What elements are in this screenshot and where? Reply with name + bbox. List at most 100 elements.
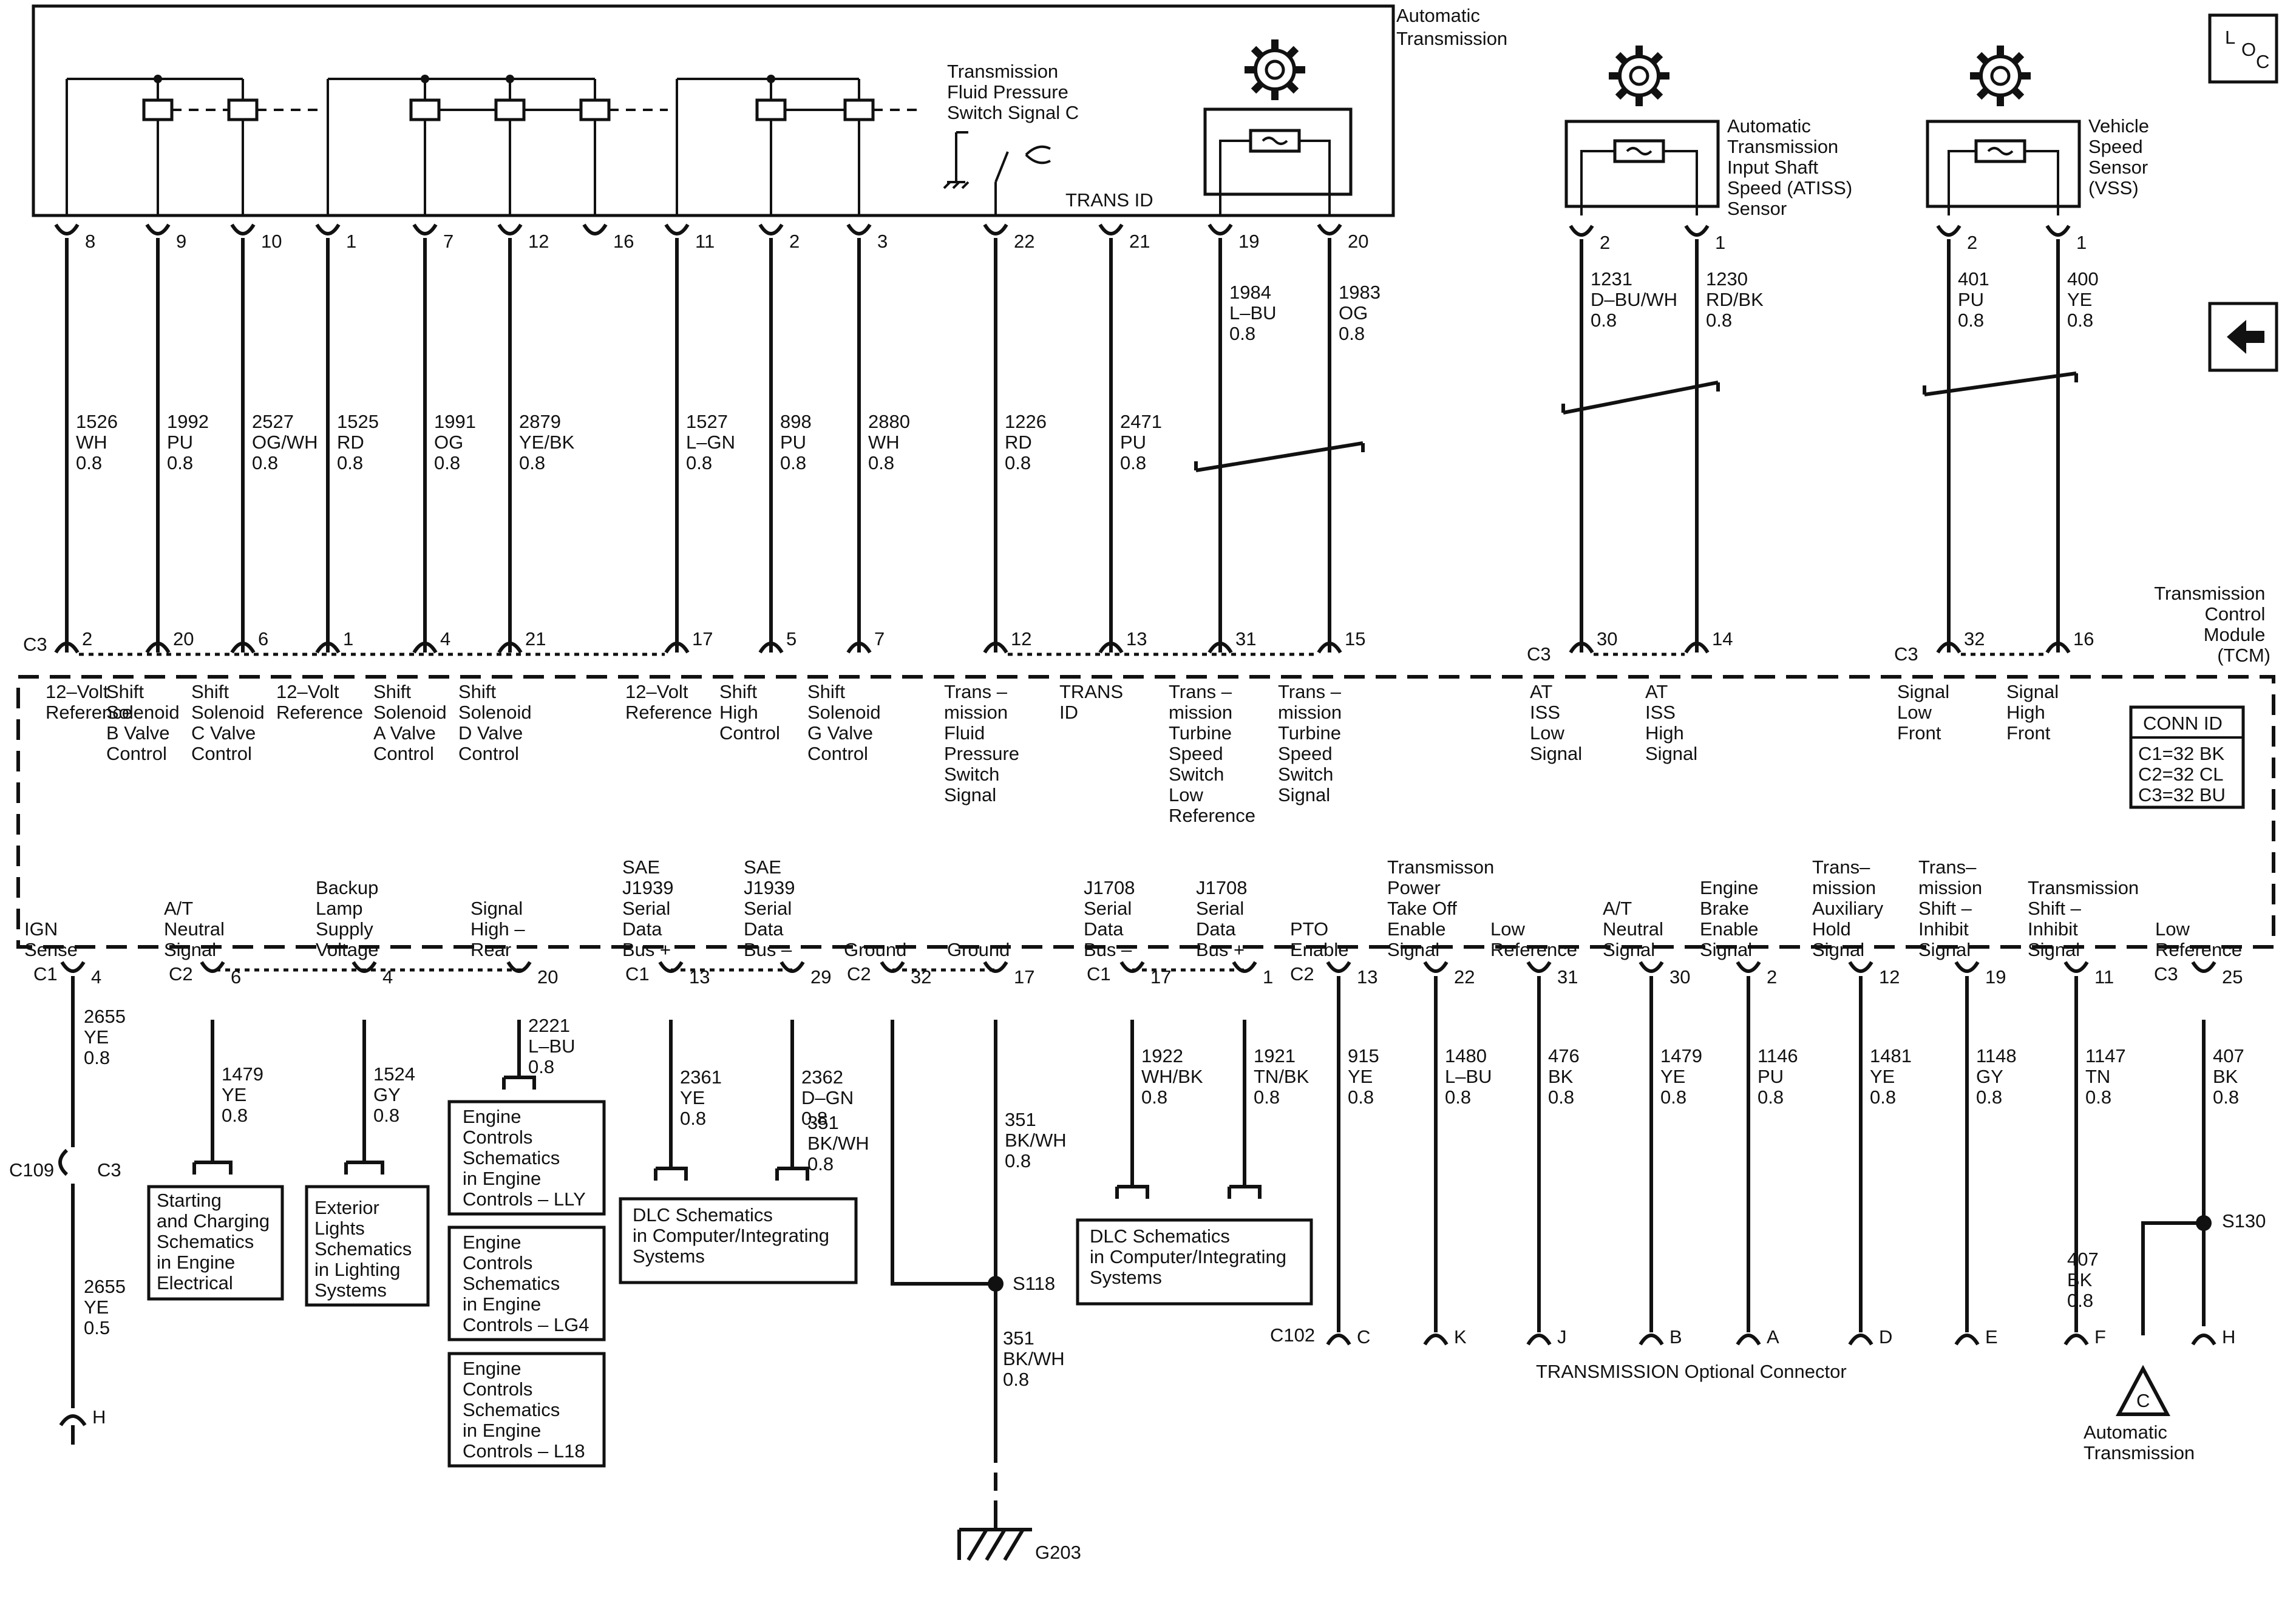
tcm-terminal-bottom (1232, 961, 1257, 973)
tcm-terminal-top (1936, 642, 1961, 654)
tcm-terminal-top (664, 642, 690, 654)
ground-icon (957, 1511, 1032, 1561)
tcm-terminal-top (54, 642, 80, 654)
tcm-pin-label: 21 (525, 628, 546, 649)
tcm-terminal-bottom (1526, 961, 1552, 973)
tcm-terminal-top (1207, 642, 1233, 654)
trans-connector-terminal (2191, 1334, 2216, 1346)
tcm-terminal-bottom (2063, 961, 2089, 973)
svg-text:CONN ID: CONN ID (2143, 713, 2223, 734)
connector-c1-j1708: C1 (1087, 963, 1111, 985)
ign-branch-circuit: 2655 YE 0.5 (84, 1276, 131, 1338)
transmission-pin-label: 11 (695, 231, 715, 252)
transmission-pin-label: 10 (261, 231, 282, 252)
tcm-pin-label: 12 (1011, 628, 1031, 649)
trans-connector-terminal (1423, 1334, 1449, 1346)
trans-connector-pin: K (1454, 1326, 1467, 1348)
trans-connector-pin: H (2222, 1326, 2235, 1348)
transmission-pin-label: 8 (85, 231, 95, 252)
tcm-terminal-top (1098, 642, 1124, 654)
conn-id-table: CONN ID C1=32 BK C2=32 CL C3=32 BU (2129, 705, 2245, 809)
wire-terminal-top (54, 223, 80, 236)
tcm-terminal-bottom (1423, 961, 1449, 973)
trans-connector-terminal (1326, 1334, 1351, 1346)
tcm-terminal-bottom (200, 961, 225, 973)
wire-terminal-top (983, 223, 1008, 236)
tcm-pin-label: 30 (1669, 966, 1690, 988)
wire-terminal-top (582, 223, 608, 236)
tcm-pin-label: 14 (1712, 628, 1733, 649)
svg-text:C2=32 CL: C2=32 CL (2138, 764, 2223, 785)
trans-connector-pin: F (2094, 1326, 2106, 1348)
fluid-pressure-switch-label: Transmission Fluid Pressure Switch Signa… (947, 61, 1079, 123)
trans-id-label: TRANS ID (1065, 189, 1153, 211)
tcm-pin-label: 5 (786, 628, 796, 649)
left-arrow-button[interactable] (2208, 302, 2278, 372)
s130-branch-circuit: 407 BK 0.8 (2067, 1249, 2104, 1311)
trans-connector-pin: D (1879, 1326, 1892, 1348)
tcm-pin-label: 15 (1345, 628, 1365, 649)
wire-terminal-top (1317, 223, 1342, 236)
tcm-terminal-top (846, 642, 872, 654)
solenoid-b (142, 98, 174, 121)
solenoid-c (227, 98, 259, 121)
connector-c2-ground: C2 (847, 963, 871, 985)
solenoid-high (755, 98, 787, 121)
tcm-terminal-top (1317, 642, 1342, 654)
tcm-pin-label: 1 (1263, 966, 1273, 988)
wire-terminal-top (1207, 223, 1233, 236)
tcm-pin-label: 2 (82, 628, 92, 649)
tcm-pin-label: 12 (1879, 966, 1900, 988)
trans-connector-pin: E (1985, 1326, 1998, 1348)
svg-text:L: L (2225, 27, 2235, 48)
tcm-terminal-top (2045, 642, 2071, 654)
tcm-pin-label: 29 (810, 966, 831, 988)
trans-connector-terminal (2063, 1334, 2089, 1346)
wire-terminal-top (315, 223, 341, 236)
tcm-terminal-bottom (1848, 961, 1873, 973)
tcm-terminal-top (1569, 642, 1594, 654)
tcm-pin-label: 7 (874, 628, 885, 649)
tcm-pin-label: 13 (1357, 966, 1377, 988)
tcm-label: Transmission Control Module (TCM) (2154, 583, 2271, 666)
tcm-boundary (16, 675, 2275, 949)
trans-connector-terminal (1526, 1334, 1552, 1346)
